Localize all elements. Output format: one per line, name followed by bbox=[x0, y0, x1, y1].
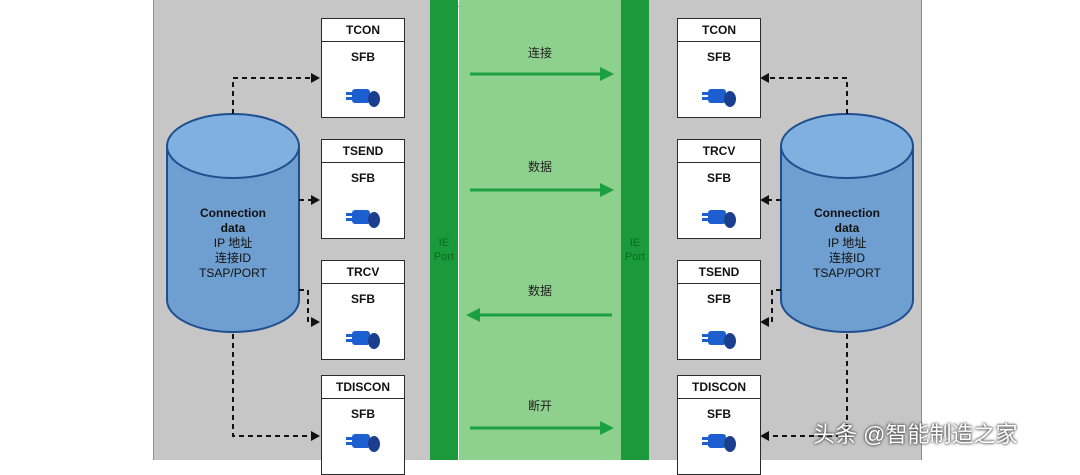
right-port-label-port: Port bbox=[624, 251, 646, 263]
arrow-label-data-1: 数据 bbox=[528, 160, 553, 174]
left-database-cylinder bbox=[166, 113, 300, 333]
right-connector-tsend bbox=[767, 289, 781, 323]
block-sfb-label: SFB bbox=[707, 50, 731, 64]
block-sfb-label: SFB bbox=[707, 407, 731, 421]
block-sfb-label: SFB bbox=[351, 50, 375, 64]
right-database-text: Connection data IP 地址 连接ID TSAP/PORT bbox=[781, 206, 913, 281]
left-database-text: Connection data IP 地址 连接ID TSAP/PORT bbox=[167, 206, 299, 281]
plug-icon bbox=[702, 331, 736, 349]
right-connector-tdiscon bbox=[767, 334, 848, 437]
watermark-text: 头条 @智能制造之家 bbox=[813, 422, 1018, 447]
plug-icon bbox=[346, 434, 380, 452]
right-block-tcon: TCON SFB bbox=[677, 18, 761, 118]
right-db-line4: 连接ID bbox=[828, 251, 865, 265]
left-port-label-port: Port bbox=[433, 251, 455, 263]
block-title: TCON bbox=[322, 19, 404, 42]
left-connector-trcv bbox=[299, 289, 313, 323]
plug-icon bbox=[702, 434, 736, 452]
plug-icon bbox=[346, 331, 380, 349]
right-connector-tcon bbox=[767, 77, 848, 114]
block-title: TSEND bbox=[678, 261, 760, 284]
right-port-label-ie: IE bbox=[629, 237, 641, 249]
block-sfb-label: SFB bbox=[707, 171, 731, 185]
left-block-tcon: TCON SFB bbox=[321, 18, 405, 118]
block-sfb-label: SFB bbox=[351, 407, 375, 421]
block-sfb-label: SFB bbox=[351, 171, 375, 185]
block-title: TCON bbox=[678, 19, 760, 42]
block-sfb-label: SFB bbox=[351, 292, 375, 306]
right-db-line5: TSAP/PORT bbox=[813, 266, 881, 280]
left-block-tdiscon: TDISCON SFB bbox=[321, 375, 405, 475]
right-block-trcv: TRCV SFB bbox=[677, 139, 761, 239]
connector-layer bbox=[166, 67, 914, 441]
block-sfb-label: SFB bbox=[707, 292, 731, 306]
left-db-line3: IP 地址 bbox=[213, 236, 253, 250]
right-db-line3: IP 地址 bbox=[827, 236, 867, 250]
left-db-line5: TSAP/PORT bbox=[199, 266, 267, 280]
right-block-tdiscon: TDISCON SFB bbox=[677, 375, 761, 475]
plug-icon bbox=[702, 210, 736, 228]
plug-icon bbox=[346, 210, 380, 228]
right-ie-port: IE Port bbox=[621, 0, 649, 460]
left-block-trcv: TRCV SFB bbox=[321, 260, 405, 360]
left-db-line2: data bbox=[220, 221, 246, 235]
left-connector-tcon bbox=[232, 77, 313, 114]
right-database-cylinder bbox=[780, 113, 914, 333]
block-title: TSEND bbox=[322, 140, 404, 163]
arrow-label-data-2: 数据 bbox=[528, 284, 553, 298]
right-db-line2: data bbox=[834, 221, 860, 235]
left-db-line4: 连接ID bbox=[214, 251, 251, 265]
left-db-line1: Connection bbox=[200, 206, 266, 220]
plug-icon bbox=[346, 89, 380, 107]
block-title: TDISCON bbox=[322, 376, 404, 399]
left-port-label-ie: IE bbox=[438, 237, 450, 249]
network-channel bbox=[459, 0, 621, 460]
plug-icon bbox=[702, 89, 736, 107]
right-block-tsend: TSEND SFB bbox=[677, 260, 761, 360]
left-connector-tdiscon bbox=[232, 334, 313, 437]
left-ie-port: IE Port bbox=[430, 0, 458, 460]
arrow-label-connect: 连接 bbox=[528, 46, 553, 60]
block-title: TDISCON bbox=[678, 376, 760, 399]
right-db-line1: Connection bbox=[814, 206, 880, 220]
left-block-tsend: TSEND SFB bbox=[321, 139, 405, 239]
arrow-label-disconnect: 断开 bbox=[528, 399, 553, 413]
block-title: TRCV bbox=[678, 140, 760, 163]
block-title: TRCV bbox=[322, 261, 404, 284]
